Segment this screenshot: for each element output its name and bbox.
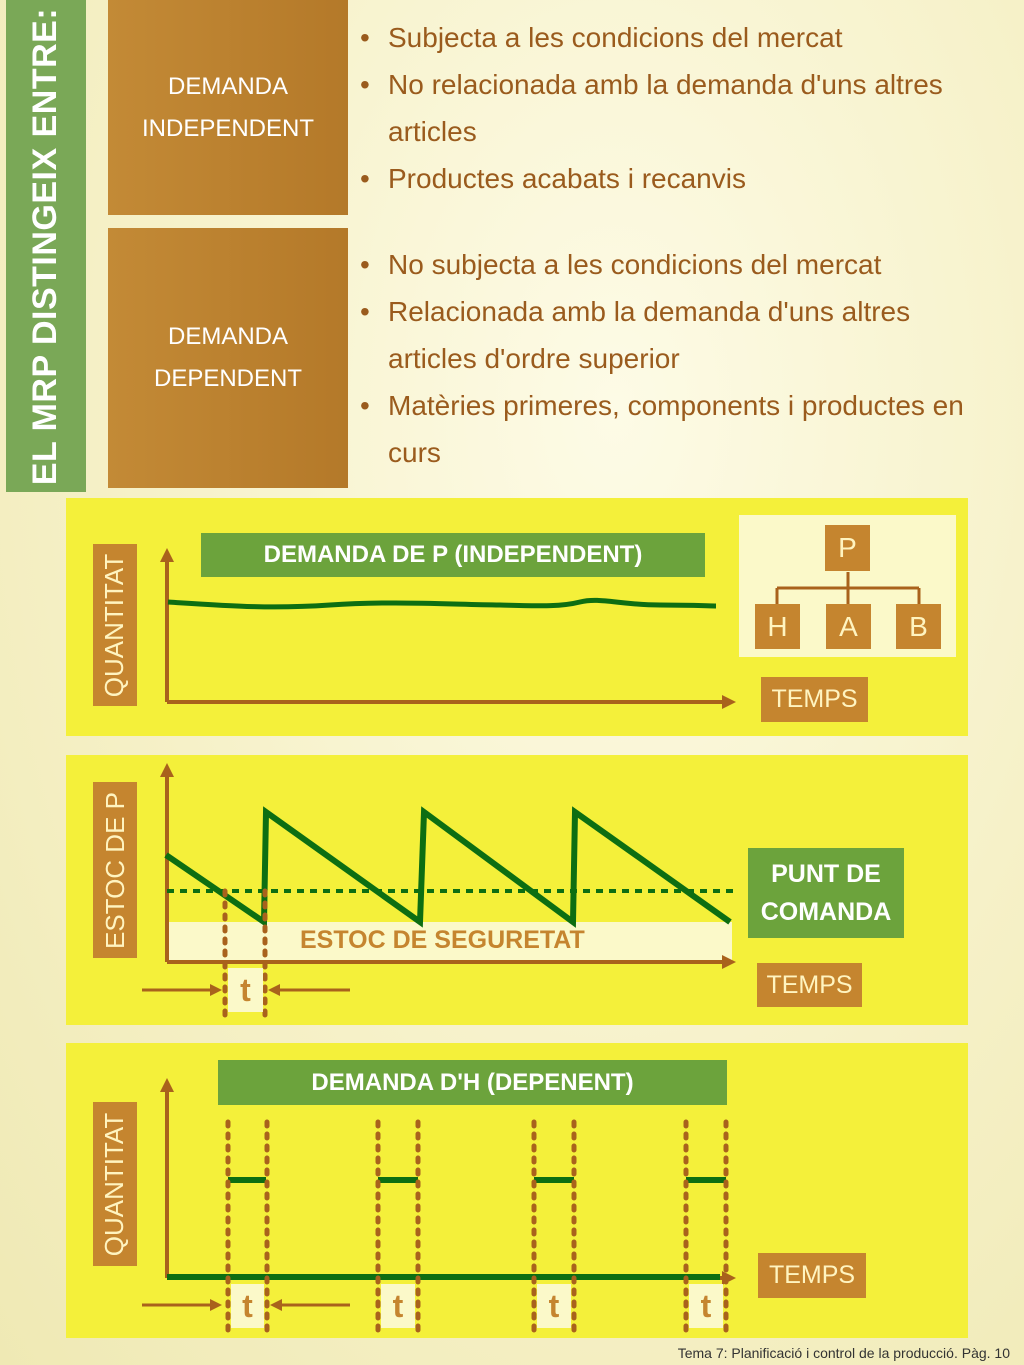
dependent-bullet: Relacionada amb la demanda d'uns altres … (360, 288, 1000, 382)
independent-label-line1: DEMANDA (167, 72, 288, 100)
dependent-demand-label: DEMANDA DEPENDENT (108, 228, 348, 488)
bom-node-b: B (896, 604, 941, 649)
safety-stock-label: ESTOC DE SEGURETAT (300, 926, 585, 954)
panel1-xlabel: TEMPS (761, 677, 868, 722)
panel1-ylabel: QUANTITAT (93, 544, 137, 706)
independent-bullet: Productes acabats i recanvis (360, 155, 1000, 202)
independent-bullet: Subjecta a les condicions del mercat (360, 14, 1000, 61)
bom-node-h: H (755, 604, 800, 649)
panel2-xlabel: TEMPS (757, 963, 862, 1007)
vertical-title: EL MRP DISTINGEIX ENTRE: (6, 0, 86, 492)
dependent-label-line2: DEPENDENT (153, 365, 303, 392)
panel2-y-arrow (160, 763, 174, 777)
lead-time-label: t (381, 1284, 415, 1328)
dependent-bullet: Matèries primeres, components i producte… (360, 382, 1000, 476)
demand-curve (167, 597, 717, 610)
panel2-ylabel: ESTOC DE P (93, 782, 137, 958)
bom-node-a: A (826, 604, 871, 649)
lead-time-arrowhead (270, 1299, 282, 1311)
lead-time-label: t (537, 1284, 571, 1328)
independent-bullets: Subjecta a les condicions del mercat No … (360, 14, 1000, 202)
panel2-x-arrow (722, 955, 736, 969)
panel1-header: DEMANDA DE P (INDEPENDENT) (201, 533, 705, 577)
lead-time-arrowhead (268, 984, 280, 996)
panel1-x-arrow (722, 695, 736, 709)
independent-demand-label: DEMANDA INDEPENDENT (108, 0, 348, 215)
lead-time-label: t (231, 1284, 264, 1328)
lead-time-arrowhead (210, 1299, 222, 1311)
panel3-xlabel: TEMPS (758, 1253, 866, 1298)
independent-label-line2: INDEPENDENT (141, 114, 315, 142)
bom-node-p: P (825, 525, 870, 571)
panel3-ylabel: QUANTITAT (93, 1102, 137, 1266)
dependent-bullets: No subjecta a les condicions del mercat … (360, 241, 1000, 476)
panel3-y-arrow (160, 1078, 174, 1092)
reorder-point-label: PUNT DE COMANDA (748, 848, 904, 938)
lead-time-label: t (228, 968, 263, 1012)
independent-bullet: No relacionada amb la demanda d'uns altr… (360, 61, 1000, 155)
dependent-label-line1: DEMANDA (167, 323, 288, 350)
lead-time-label: t (689, 1284, 723, 1328)
lead-time-markers (225, 1119, 729, 1333)
lead-time-arrowhead (210, 984, 222, 996)
footer: Tema 7: Planificació i control de la pro… (677, 1345, 1010, 1361)
dependent-bullet: No subjecta a les condicions del mercat (360, 241, 1000, 288)
panel1-y-arrow (160, 548, 174, 562)
panel3-header: DEMANDA D'H (DEPENENT) (218, 1060, 727, 1105)
safety-stock-band (167, 922, 732, 960)
